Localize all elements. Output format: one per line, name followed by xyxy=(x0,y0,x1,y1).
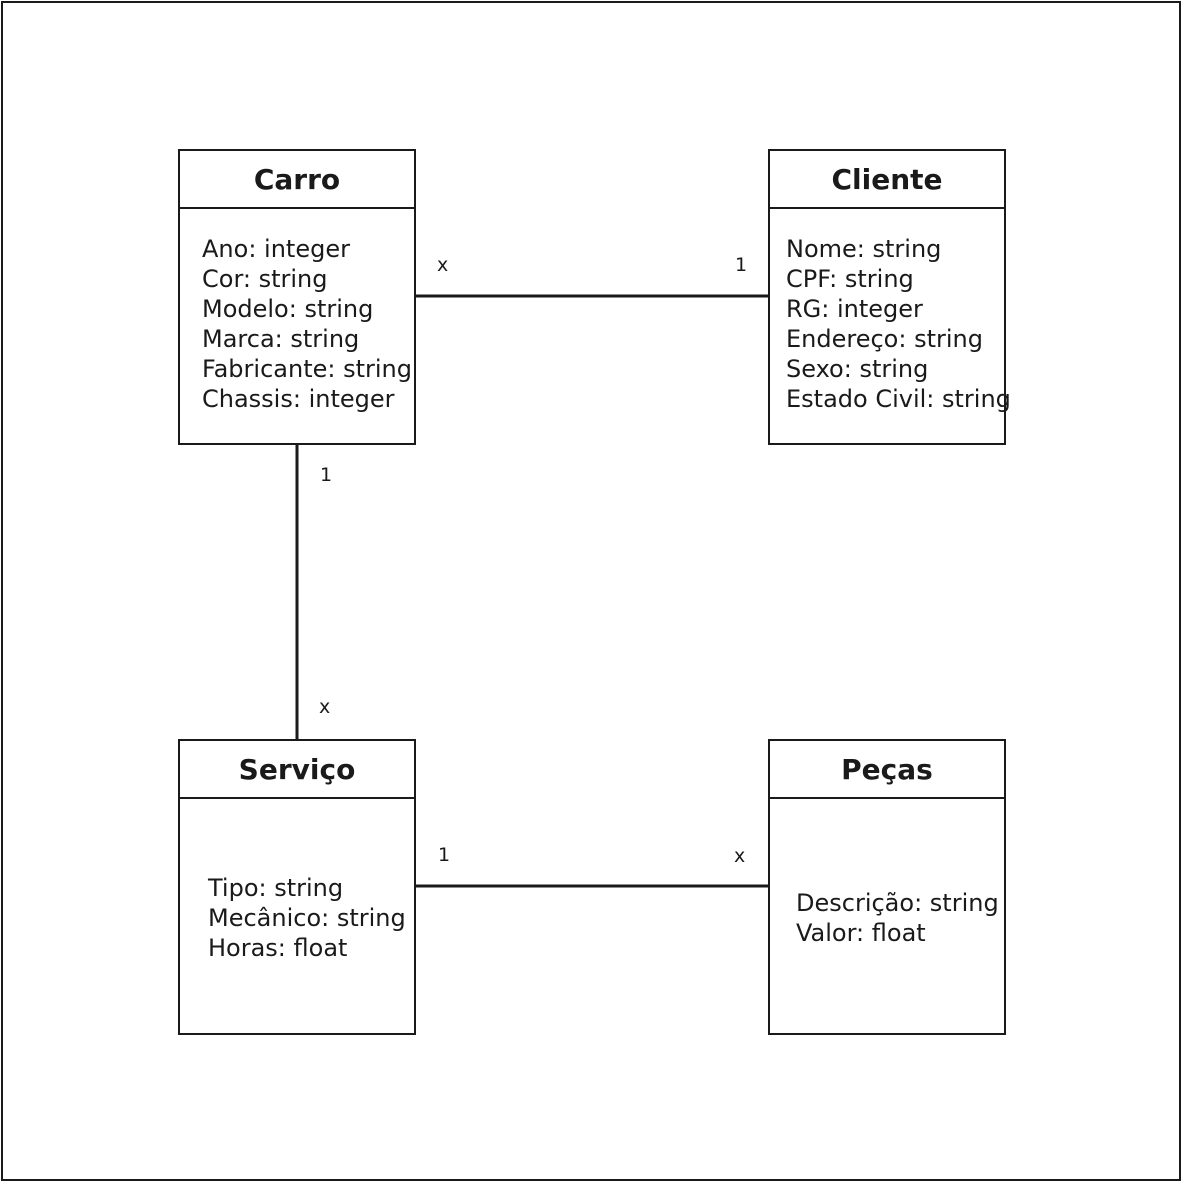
class-attribute: Mecânico: string xyxy=(208,904,406,932)
class-attribute: Fabricante: string xyxy=(202,355,412,383)
class-attribute: CPF: string xyxy=(786,265,914,293)
class-attribute: Tipo: string xyxy=(208,874,344,902)
class-cliente-attributes: Nome: string CPF: string RG: integer End… xyxy=(770,234,1011,414)
class-cliente[interactable]: Cliente Nome: string CPF: string RG: int… xyxy=(768,149,1011,445)
class-attribute: Modelo: string xyxy=(202,295,374,323)
class-pecas[interactable]: Peças Descrição: string Valor: float xyxy=(768,739,1006,1035)
class-attribute: Marca: string xyxy=(202,325,360,353)
class-attribute: Ano: integer xyxy=(202,235,350,263)
class-carro-attributes: Ano: integer Cor: string Modelo: string … xyxy=(180,234,414,414)
multiplicity-servico-pecas-pecas-end: x xyxy=(734,845,746,867)
class-attribute: RG: integer xyxy=(786,295,923,323)
class-servico-name: Serviço xyxy=(180,741,414,799)
class-carro[interactable]: Carro Ano: integer Cor: string Modelo: s… xyxy=(178,149,416,445)
class-attribute: Sexo: string xyxy=(786,355,929,383)
class-attribute: Endereço: string xyxy=(786,325,983,353)
multiplicity-carro-cliente-cliente-end: 1 xyxy=(735,254,748,276)
class-attribute: Horas: float xyxy=(208,934,348,962)
class-cliente-name: Cliente xyxy=(770,151,1004,209)
class-attribute: Cor: string xyxy=(202,265,328,293)
class-attribute: Chassis: integer xyxy=(202,385,395,413)
multiplicity-carro-cliente-carro-end: x xyxy=(437,254,449,276)
multiplicity-servico-pecas-servico-end: 1 xyxy=(438,844,451,866)
multiplicity-carro-servico-carro-end: 1 xyxy=(320,464,333,486)
class-attribute: Valor: float xyxy=(796,919,926,947)
class-carro-name: Carro xyxy=(180,151,414,209)
class-attribute: Descrição: string xyxy=(796,889,999,917)
class-attribute: Estado Civil: string xyxy=(786,385,1011,413)
class-servico-attributes: Tipo: string Mecânico: string Horas: flo… xyxy=(180,873,414,963)
class-servico[interactable]: Serviço Tipo: string Mecânico: string Ho… xyxy=(178,739,416,1035)
class-pecas-name: Peças xyxy=(770,741,1004,799)
class-attribute: Nome: string xyxy=(786,235,942,263)
multiplicity-carro-servico-servico-end: x xyxy=(319,696,331,718)
class-pecas-attributes: Descrição: string Valor: float xyxy=(770,888,1004,948)
